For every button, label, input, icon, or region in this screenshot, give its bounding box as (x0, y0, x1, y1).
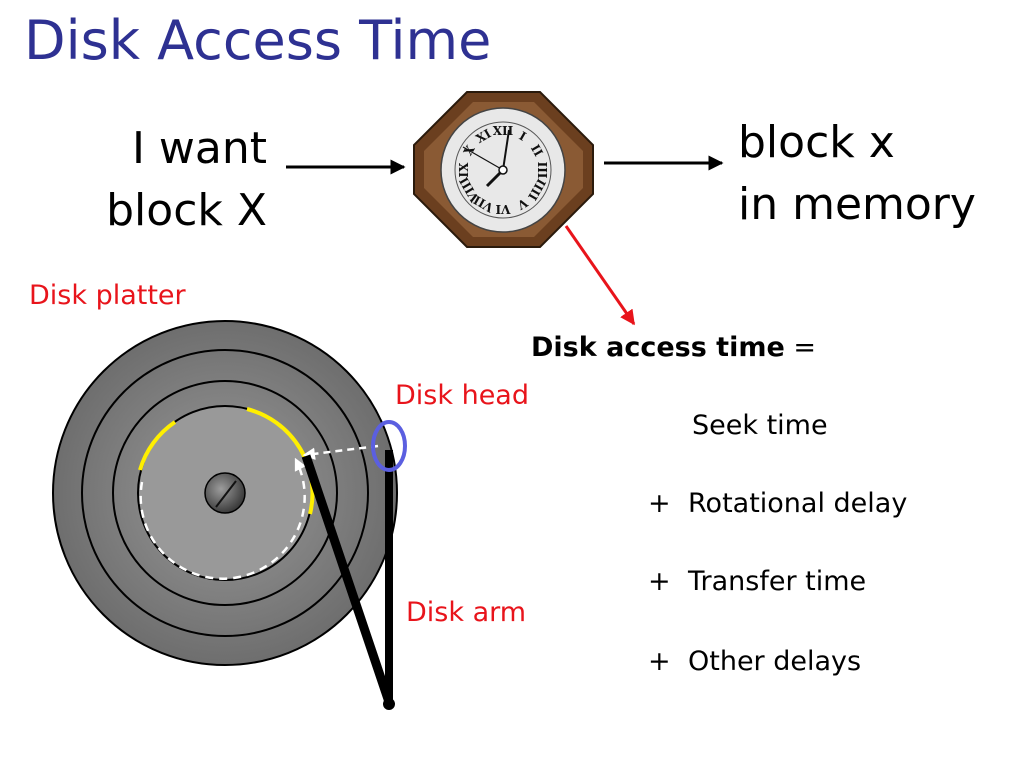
disk-arm (301, 450, 395, 710)
formula-term-transfer: Transfer time (688, 566, 867, 597)
request-line-1: I want (131, 123, 267, 174)
disk-head-marker (371, 420, 407, 472)
formula-plus: + (648, 646, 671, 677)
result-line-2: in memory (738, 179, 976, 230)
clock-icon: XIIIIIIIIIIIIVVIVIIVIIIIXXXI (413, 91, 594, 248)
clock-numeral: XI (474, 126, 494, 146)
formula-equals: = (793, 332, 817, 363)
request-line-2: block X (106, 185, 267, 236)
formula-term-other: Other delays (688, 646, 862, 677)
arrow-clock-to-formula (564, 225, 636, 326)
clock-numeral: XII (493, 124, 514, 138)
result-line-1: block x (738, 117, 895, 168)
track-highlight-left (138, 420, 177, 471)
formula-term-seek: Seek time (692, 410, 828, 441)
request-text: I want block X (106, 118, 267, 242)
formula-title-bold: Disk access time (531, 332, 785, 363)
slide-title: Disk Access Time (24, 9, 492, 72)
formula-title: Disk access time = (531, 332, 816, 363)
clock-numeral: VI (495, 202, 511, 216)
track-highlight-right (246, 407, 315, 515)
disk-arm-label: Disk arm (406, 597, 527, 628)
disk-spindle-icon (204, 472, 246, 514)
disk-platter-label: Disk platter (29, 280, 186, 311)
result-text: block x in memory (738, 112, 976, 236)
seek-path (302, 444, 379, 460)
formula-plus: + (648, 488, 671, 519)
clock-numeral: III (535, 162, 549, 179)
formula-term-rotational: Rotational delay (688, 488, 908, 519)
formula-plus: + (648, 566, 671, 597)
clock-numeral: IX (457, 162, 471, 178)
disk-head-label: Disk head (395, 380, 529, 411)
rotation-path (139, 457, 307, 580)
